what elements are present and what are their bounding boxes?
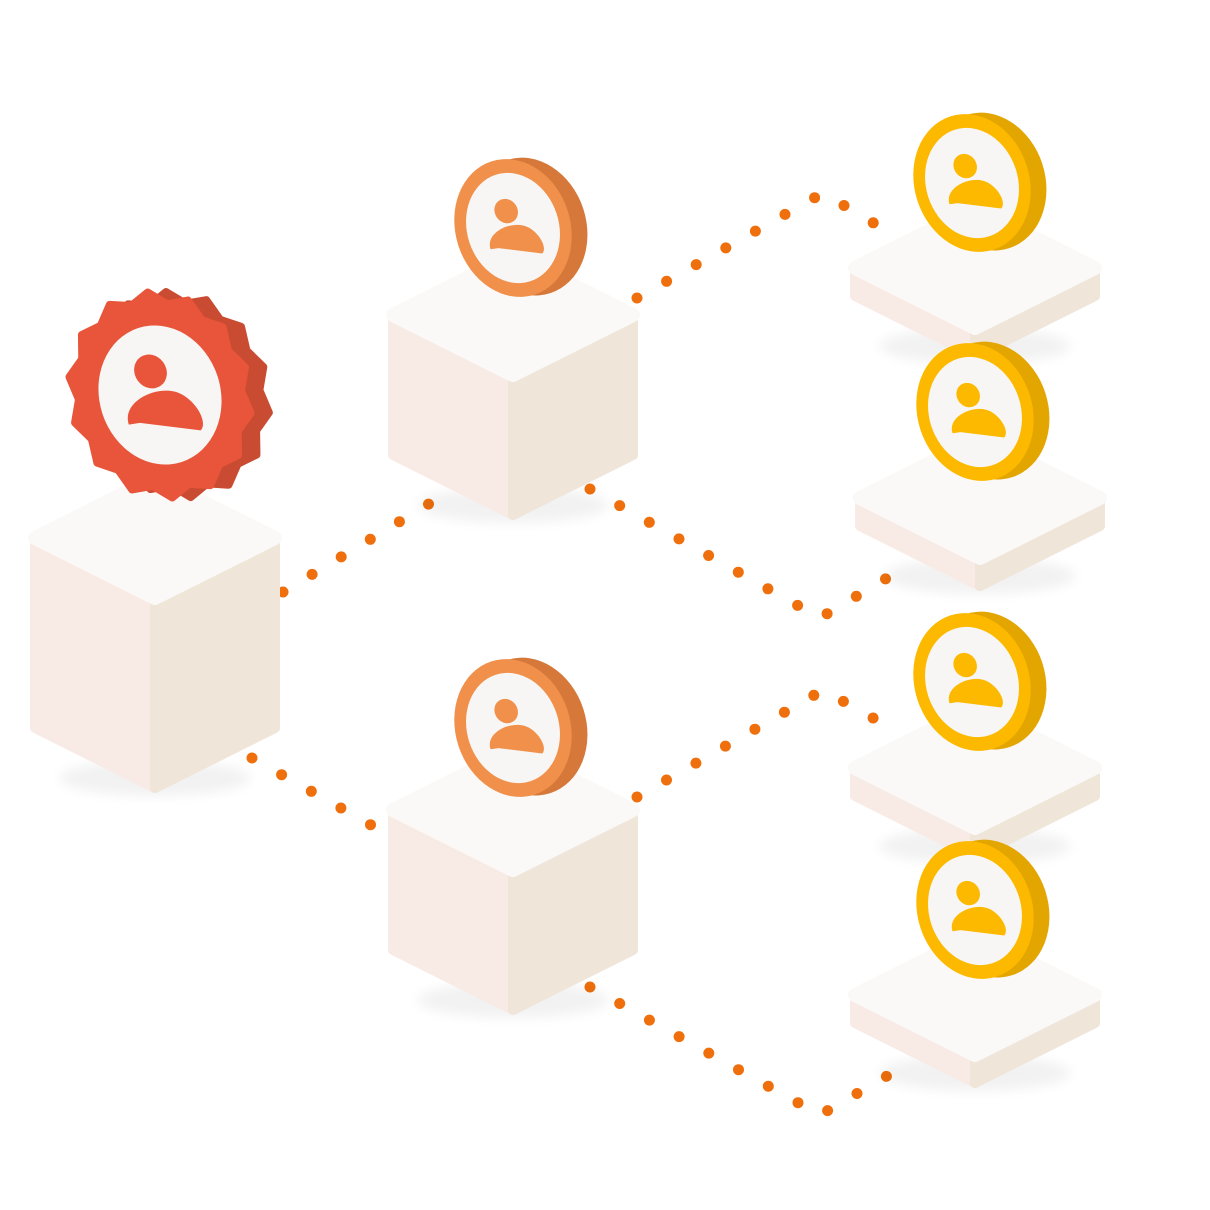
connector-dot [733, 1064, 744, 1076]
pedestal-top-face [848, 701, 1102, 835]
connector-dot [732, 566, 744, 578]
connector-dot [277, 586, 289, 598]
connector-dot [851, 1088, 863, 1099]
connector-dot [673, 533, 685, 545]
person-body [951, 408, 1006, 438]
connector-dot [762, 1080, 774, 1092]
connector-mid-1-to-leaf-1 [631, 192, 879, 304]
connector-dot [867, 217, 879, 229]
user-icon [454, 657, 588, 797]
connector-dot [305, 785, 317, 797]
person-body [948, 179, 1003, 209]
connector-dot [364, 533, 376, 545]
connector-dot [393, 516, 405, 528]
connector-dot [661, 774, 672, 786]
connector-dot [614, 500, 626, 512]
connector-dot [720, 242, 732, 254]
person-glyph [489, 198, 544, 254]
connector-dot [749, 723, 761, 735]
person-head [494, 198, 518, 224]
person-glyph [951, 382, 1006, 438]
connector-dot [850, 590, 862, 602]
person-glyph [951, 880, 1006, 936]
connector-dot [867, 712, 879, 724]
connector-dot [822, 1105, 834, 1117]
connector-dot [703, 550, 715, 561]
connector-root-to-mid-1 [277, 498, 434, 598]
node-leaf-4 [848, 839, 1102, 1091]
person-head [494, 698, 518, 724]
connector-dot [614, 998, 626, 1009]
person-head [956, 880, 980, 906]
node-root [28, 288, 282, 796]
person-head [953, 153, 977, 179]
pedestal-top-face [848, 928, 1102, 1062]
user-icon [913, 112, 1047, 252]
connector-dot [673, 1031, 685, 1043]
connector-root-to-mid-2 [246, 752, 376, 831]
user-badge-icon [65, 288, 273, 502]
pedestal-top-face [28, 471, 282, 605]
person-body [948, 678, 1003, 708]
node-leaf-2 [853, 341, 1107, 594]
connector-dot [246, 752, 258, 764]
connector-dot [661, 275, 673, 287]
nodes-layer [28, 112, 1107, 1091]
connector-dot [703, 1047, 715, 1059]
connector-dot [837, 695, 849, 707]
connector-dot [643, 516, 655, 528]
person-head [953, 652, 977, 678]
person-body [489, 724, 544, 754]
person-head [956, 382, 980, 408]
connector-dot [584, 483, 596, 495]
connector-dot [335, 551, 347, 563]
pedestal-top-face [386, 248, 640, 382]
connector-dot [690, 259, 702, 271]
connector-dot [643, 1014, 655, 1026]
pedestal-top-face [853, 431, 1107, 565]
connector-mid-1-to-leaf-2 [584, 483, 891, 620]
connector-dot [762, 583, 774, 595]
person-glyph [127, 354, 203, 431]
connector-dot [792, 599, 804, 611]
connector-dot [690, 757, 702, 769]
connector-dot [778, 706, 790, 718]
connector-dot [631, 292, 643, 304]
person-body [951, 906, 1006, 936]
connector-dot [749, 225, 761, 237]
user-icon [916, 341, 1050, 481]
connector-dot [365, 819, 376, 831]
connector-dot [838, 200, 850, 211]
person-glyph [948, 153, 1003, 209]
node-leaf-1 [848, 112, 1102, 364]
person-body [489, 224, 544, 254]
connector-mid-2-to-leaf-3 [631, 689, 879, 803]
connector-dot [631, 791, 643, 803]
node-leaf-3 [848, 611, 1102, 864]
user-icon [454, 157, 588, 297]
pedestal-top-face [386, 743, 640, 877]
connector-dot [719, 740, 731, 752]
connector-dot [306, 568, 318, 580]
node-mid-2 [386, 657, 640, 1018]
person-body [127, 390, 203, 431]
node-mid-1 [386, 157, 640, 523]
connector-dot [276, 769, 288, 781]
connector-dot [821, 608, 833, 620]
connector-mid-2-to-leaf-4 [584, 981, 892, 1117]
connector-dot [792, 1097, 804, 1109]
connector-dot [779, 208, 791, 220]
user-icon [916, 839, 1050, 979]
person-head [134, 354, 167, 389]
connector-dot [808, 689, 820, 701]
connector-dot [809, 192, 821, 204]
pedestal-top-face [848, 201, 1102, 335]
connector-dot [335, 802, 347, 814]
user-icon [913, 611, 1047, 751]
person-glyph [948, 652, 1003, 708]
person-glyph [489, 698, 544, 754]
